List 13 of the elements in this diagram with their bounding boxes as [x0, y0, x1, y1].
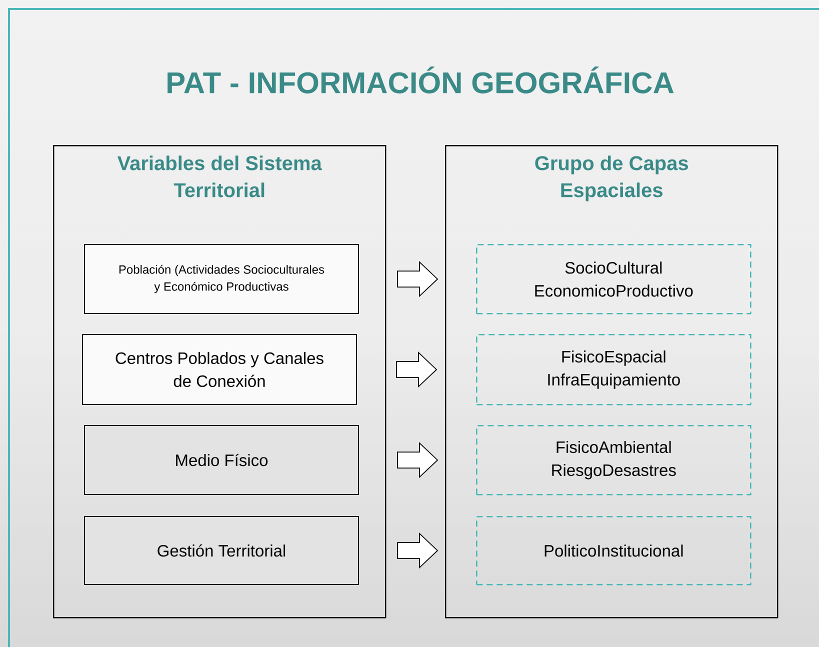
block-arrow	[397, 261, 438, 298]
variable-box: Medio Físico	[84, 425, 359, 495]
block-arrow	[397, 532, 438, 569]
layer-box: PoliticoInstitucional	[476, 516, 752, 586]
layer-box: SocioCultural EconomicoProductivo	[476, 244, 752, 314]
layer-box: FisicoAmbiental RiesgoDesastres	[476, 425, 752, 496]
layer-box: FisicoEspacial InfraEquipamiento	[476, 334, 752, 406]
variable-box: Gestión Territorial	[84, 516, 359, 585]
block-arrow	[397, 442, 438, 478]
title: PAT - INFORMACIÓN GEOGRÁFICA	[168, 66, 674, 94]
variable-box: Centros Poblados y Canales de Conexión	[82, 334, 357, 405]
variable-box: Población (Actividades Socioculturales y Económico Productivas	[84, 244, 359, 314]
block-arrow	[396, 352, 438, 388]
